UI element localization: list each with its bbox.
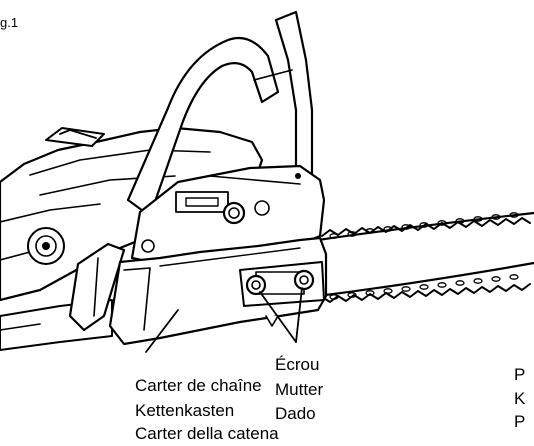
clutch-cover bbox=[130, 164, 326, 266]
chain-cover-body bbox=[108, 236, 328, 346]
leader-chain-cover bbox=[145, 309, 179, 353]
bar-label-de: K bbox=[514, 389, 526, 408]
bar-label-it: P bbox=[514, 412, 526, 431]
chain-cover-label-fr: Carter de chaîne bbox=[135, 376, 262, 395]
nut-label-de: Mutter bbox=[275, 380, 324, 399]
leader-nut-left bbox=[259, 291, 297, 343]
saw-chain-bottom bbox=[321, 283, 531, 303]
bar-mount bbox=[239, 261, 325, 327]
nut-label-it: Dado bbox=[275, 404, 316, 423]
leader-nut-right bbox=[295, 287, 303, 343]
chain-cover-label-de: Kettenkasten bbox=[135, 401, 235, 420]
hand-guard bbox=[68, 242, 126, 332]
chain-brake-lever bbox=[59, 129, 97, 139]
guide-bar bbox=[316, 211, 534, 303]
chain-cover-label-it: Carter della catena bbox=[135, 424, 279, 443]
saw-chain-top bbox=[321, 217, 531, 237]
figure-label: g.1 bbox=[0, 15, 19, 30]
nut-label-fr: Écrou bbox=[275, 355, 320, 374]
bar-label-fr: P bbox=[514, 365, 526, 384]
